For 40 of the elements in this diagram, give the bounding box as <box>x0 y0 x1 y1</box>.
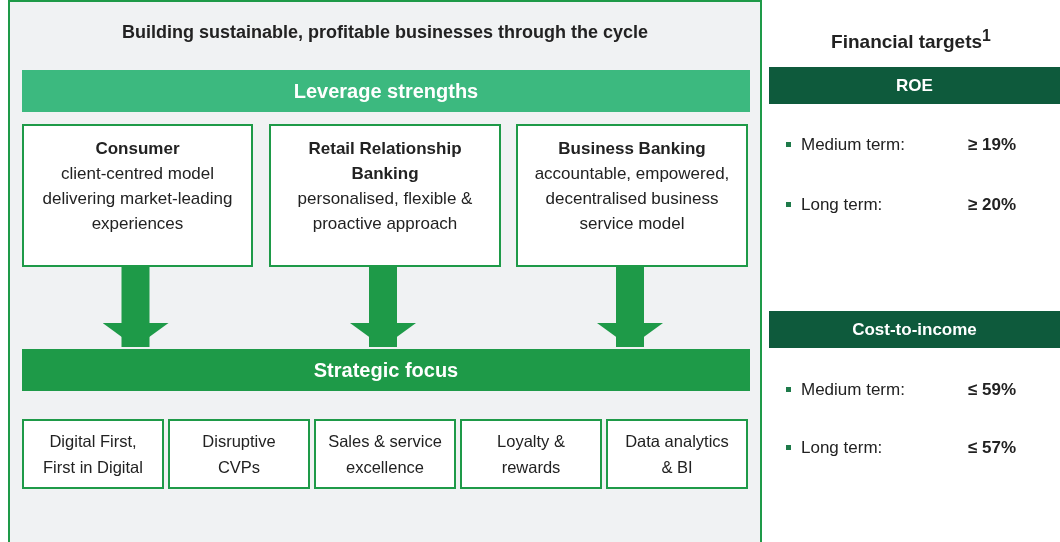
target-value: ≤ 57% <box>968 438 1017 458</box>
metric-header <box>769 311 1060 348</box>
card-title: Business Banking <box>557 138 707 160</box>
focus-card <box>314 419 456 489</box>
focus-card <box>606 419 748 489</box>
down-arrow <box>102 265 169 347</box>
target-term: Long term: <box>801 195 883 215</box>
section-banner <box>22 349 750 391</box>
target-value: ≤ 59% <box>968 380 1017 400</box>
card-text: Data analytics & BI <box>624 431 730 478</box>
card-description: personalised, flexible & proactive approach <box>296 188 474 235</box>
banner-title: Leverage strengths <box>292 79 480 104</box>
focus-card <box>460 419 602 489</box>
focus-card <box>168 419 310 489</box>
segment-card <box>269 124 501 267</box>
card-text: Disruptive CVPs <box>201 431 277 478</box>
panel-heading: Building sustainable, profitable businesses through the cycle <box>120 22 650 43</box>
card-description: client-centred model delivering market-leading experiences <box>41 163 234 235</box>
target-term: Medium term: <box>801 135 905 155</box>
card-text: Loyalty & rewards <box>496 431 566 478</box>
strategy-panel <box>8 0 762 542</box>
card-description: accountable, empowered, decentralised business service model <box>533 163 731 235</box>
down-arrow <box>597 265 663 347</box>
card-text: Sales & service excellence <box>327 431 443 478</box>
segment-card <box>516 124 748 267</box>
panel-heading: Financial targets$^{1}$ <box>830 27 992 54</box>
focus-card <box>22 419 164 489</box>
card-text: Digital First, First in Digital <box>42 431 144 478</box>
card-title: Consumer <box>94 138 181 160</box>
down-arrow <box>350 265 416 347</box>
target-value: ≥ 19% <box>968 135 1017 155</box>
target-term: Medium term: <box>801 380 905 400</box>
section-banner <box>22 70 750 112</box>
metric-title: ROE <box>895 75 934 97</box>
metric-title: Cost-to-income <box>851 319 978 341</box>
target-term: Long term: <box>801 438 883 458</box>
metric-header <box>769 67 1060 104</box>
banner-title: Strategic focus <box>312 358 460 383</box>
target-value: ≥ 20% <box>968 195 1017 215</box>
segment-card <box>22 124 253 267</box>
